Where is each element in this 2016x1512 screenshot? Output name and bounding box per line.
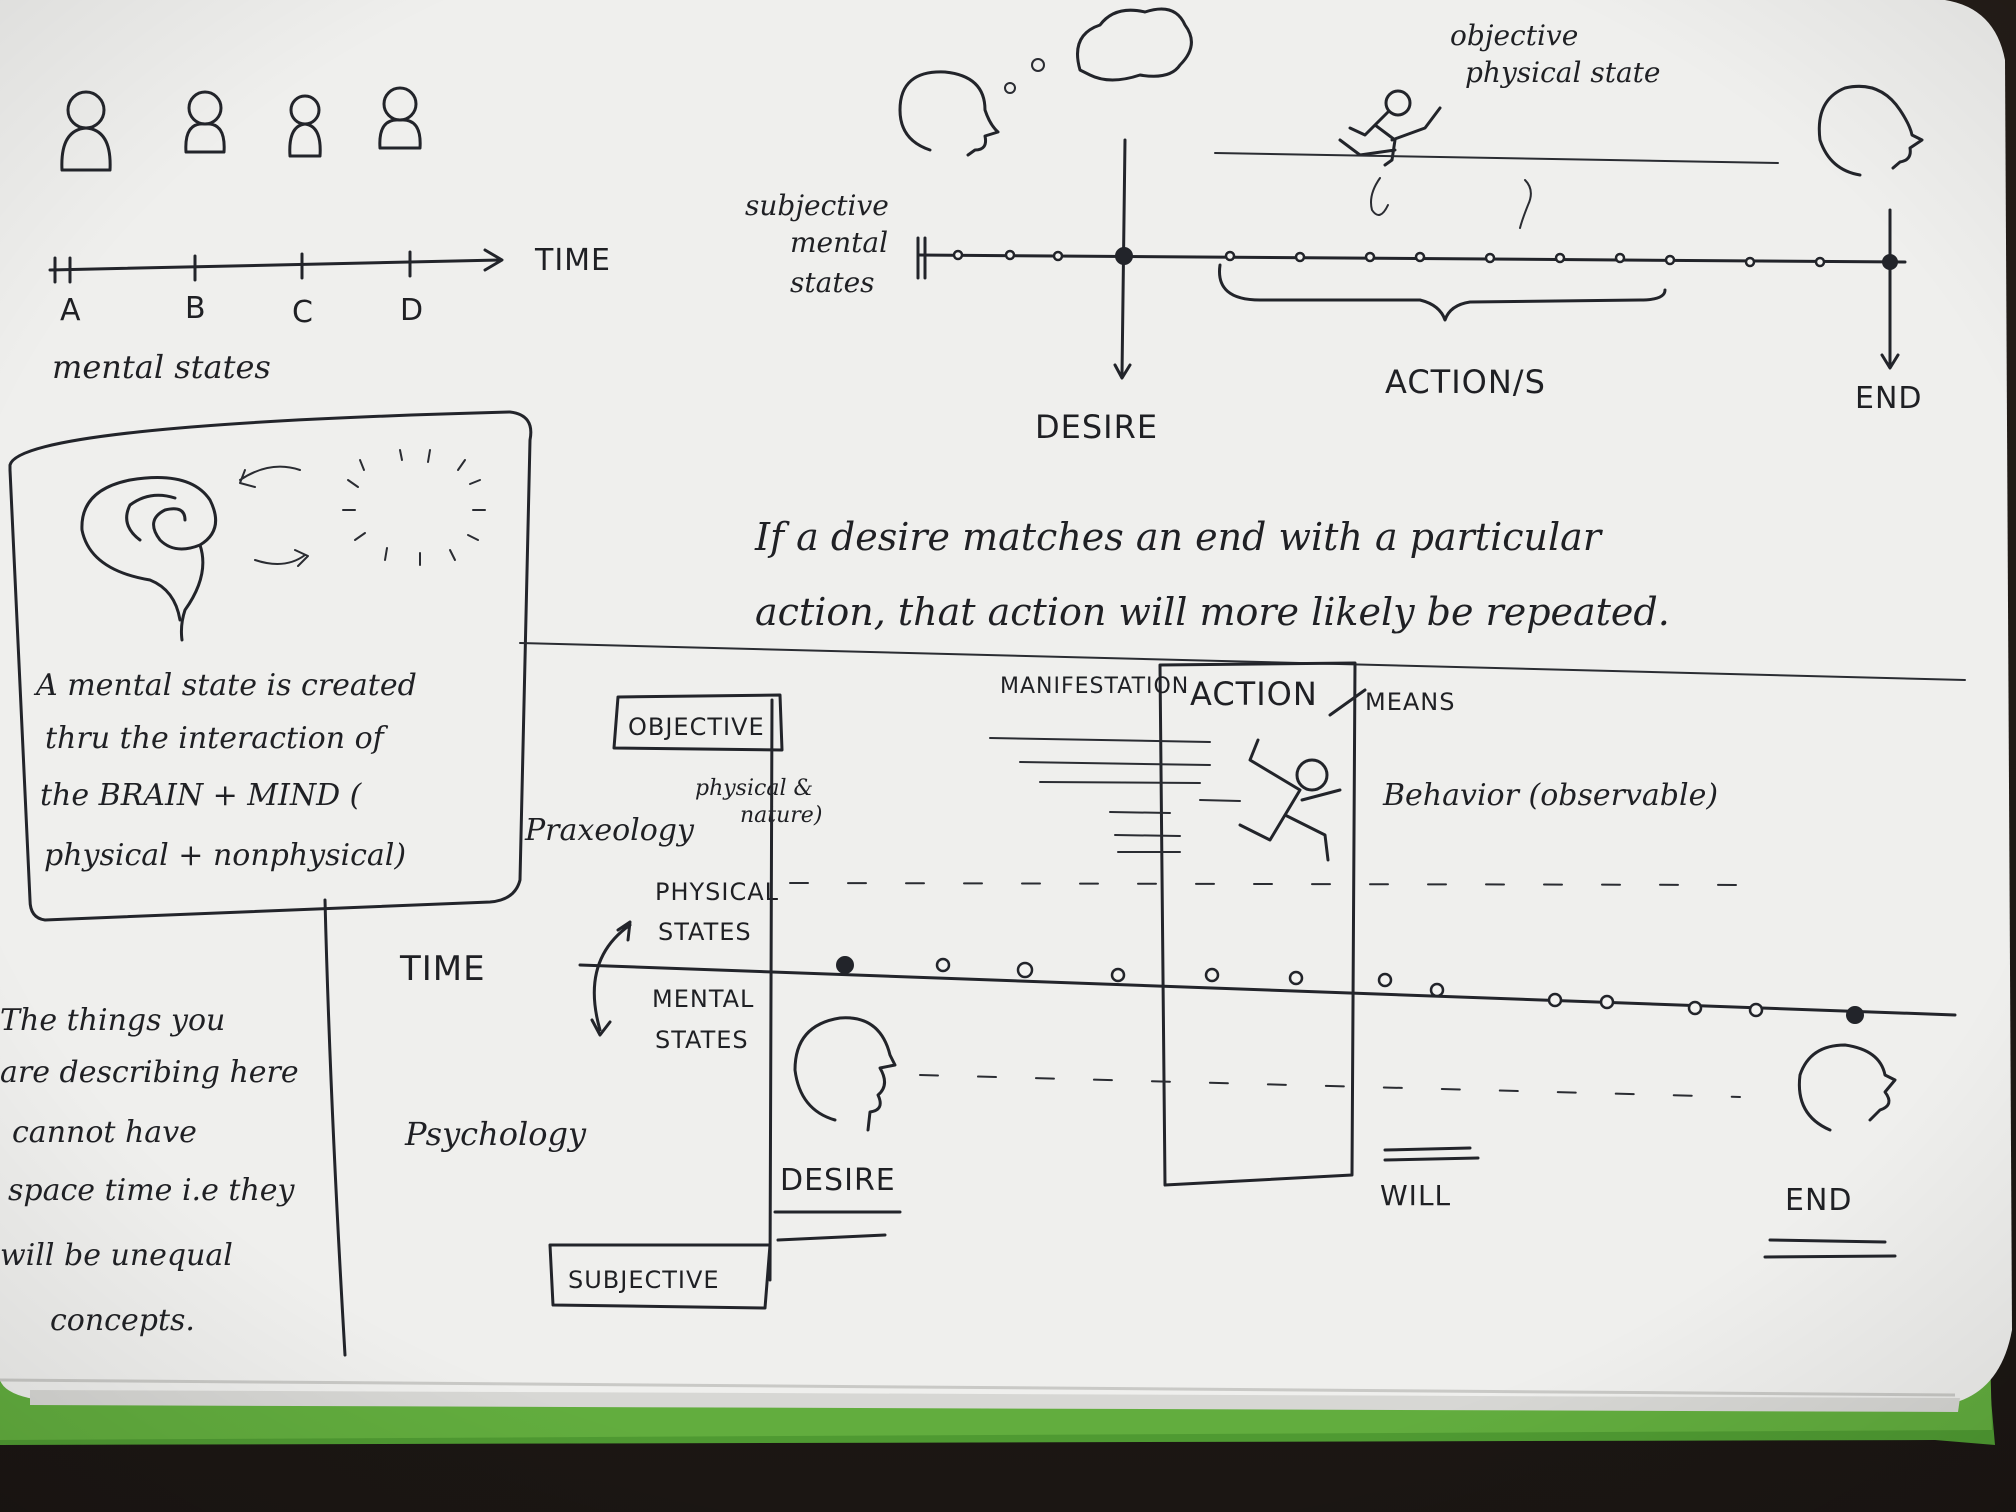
mental-states-1: MENTAL <box>652 985 754 1013</box>
physical-note-2: nature) <box>740 803 822 828</box>
action-box <box>1158 661 1357 1187</box>
desire-head-icon <box>793 1016 897 1132</box>
objective-subjective-axis <box>768 698 774 1282</box>
top-action-label: ACTION/S <box>1385 363 1546 401</box>
speed-lines <box>989 737 1241 853</box>
brain-icon <box>80 476 218 642</box>
running-figure-icon <box>1238 738 1342 862</box>
thought-bubble-icon <box>1004 7 1193 94</box>
side-note-line-2: are describing here <box>0 1055 299 1090</box>
small-heads-group <box>60 86 422 172</box>
point-d: D <box>400 293 424 328</box>
objective-box <box>612 693 784 752</box>
objective-line <box>1214 152 1779 164</box>
mental-states-2: STATES <box>655 1026 749 1054</box>
head-icon <box>60 90 112 172</box>
praxeology-label: Praxeology <box>524 813 695 848</box>
cycle-arrow-icon <box>590 920 632 1037</box>
scribble-mark <box>1383 1146 1480 1162</box>
physical-states-2: STATES <box>658 918 752 946</box>
running-figure-icon <box>1338 89 1442 167</box>
left-time-label: TIME <box>534 243 611 278</box>
point-c: C <box>292 295 314 330</box>
objective-label-1: objective <box>1450 19 1578 52</box>
box-text-line-1: A mental state is created <box>33 668 417 703</box>
bottom-timeline <box>578 963 1957 1017</box>
subjective-label-1: subjective <box>745 189 889 222</box>
head-icon <box>288 94 322 158</box>
thinking-head-icon <box>898 70 1000 157</box>
psychology-label: Psychology <box>404 1115 587 1153</box>
mental-states-caption: mental states <box>52 348 271 386</box>
brain-mind-box <box>8 410 533 922</box>
arrow-icon <box>254 549 309 567</box>
subjective-label-2: mental <box>790 226 888 259</box>
statement-line-2: action, that action will more likely be … <box>755 590 1670 634</box>
bottom-timeline-dots <box>836 956 1864 1024</box>
top-desire-label: DESIRE <box>1035 408 1158 446</box>
head-icon <box>184 90 226 154</box>
side-note-line-5: will be unequal <box>0 1238 233 1273</box>
mind-burst-icon <box>342 449 486 566</box>
underline <box>1768 1238 1887 1244</box>
top-timeline <box>916 138 1907 380</box>
objective-label-2: physical state <box>1465 56 1660 89</box>
means-label: MEANS <box>1365 688 1455 716</box>
end-head-icon <box>1797 1043 1897 1132</box>
arrow-icon <box>239 465 301 488</box>
manifest-label: MANIFESTATION <box>1000 674 1189 699</box>
box-text-line-2: thru the interaction of <box>45 721 389 756</box>
box-text-line-3: the BRAIN + MIND ( <box>40 778 363 813</box>
underline <box>1763 1254 1897 1259</box>
bottom-end-label: END <box>1785 1183 1853 1218</box>
side-note-line-1: The things you <box>0 1003 225 1038</box>
subjective-label-3: states <box>790 266 875 299</box>
subjective-box <box>548 1243 772 1310</box>
bottom-time-label: TIME <box>399 949 486 989</box>
left-timeline <box>48 248 504 284</box>
subjective-box-label: SUBJECTIVE <box>568 1266 720 1294</box>
point-b: B <box>185 291 207 326</box>
rhythm-marks <box>1370 177 1532 229</box>
action-box-label: ACTION <box>1190 675 1318 713</box>
side-note-line-6: concepts. <box>50 1303 195 1338</box>
side-note-line-3: cannot have <box>12 1115 197 1150</box>
box-text-line-4: physical + nonphysical) <box>44 838 406 873</box>
dashed-mental-line <box>919 1074 1741 1098</box>
bottom-desire-label: DESIRE <box>780 1163 896 1198</box>
end-head-icon <box>1817 84 1924 177</box>
section-divider <box>519 642 1966 681</box>
behavior-label: Behavior (observable) <box>1382 778 1718 813</box>
underline <box>776 1233 887 1242</box>
point-a: A <box>60 293 82 328</box>
divider-line <box>323 898 347 1357</box>
head-icon <box>378 86 422 150</box>
physical-note-1: physical & <box>695 776 813 801</box>
top-end-label: END <box>1855 381 1923 416</box>
objective-box-label: OBJECTIVE <box>628 713 765 741</box>
physical-states-1: PHYSICAL <box>655 878 779 906</box>
statement-line-1: If a desire matches an end with a partic… <box>754 515 1604 559</box>
will-label: WILL <box>1380 1179 1451 1212</box>
slash-mark <box>1328 688 1367 717</box>
side-note-line-4: space time i.e they <box>8 1173 296 1208</box>
